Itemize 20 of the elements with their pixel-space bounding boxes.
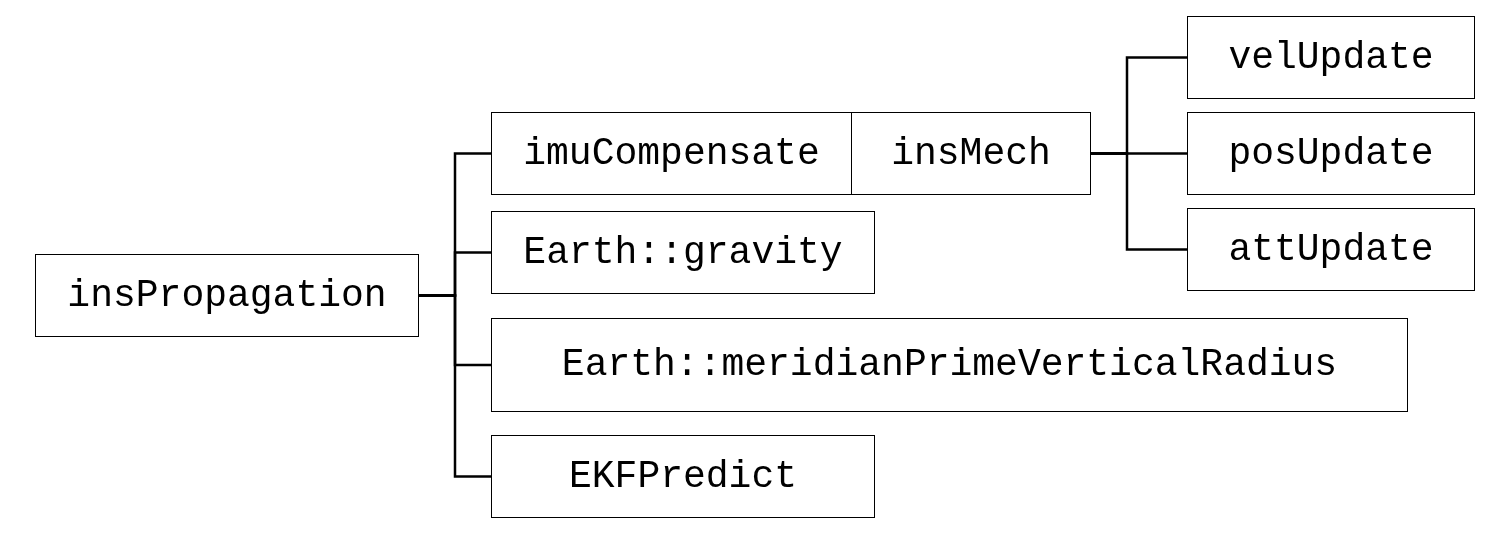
process-box	[1187, 208, 1475, 291]
process-box	[851, 112, 1091, 195]
function-name: insPropagation	[67, 276, 387, 315]
process-box	[491, 318, 1408, 412]
process-box	[491, 435, 875, 518]
function-name: Earth::gravity	[523, 233, 843, 272]
process-box	[491, 112, 852, 195]
process-box	[1187, 16, 1475, 99]
process-box	[1187, 112, 1475, 195]
function-name: velUpdate	[1228, 38, 1434, 77]
function-name: EKFPredict	[568, 457, 797, 496]
function-name: attUpdate	[1228, 230, 1434, 269]
process-box	[35, 254, 419, 337]
process-box	[491, 211, 875, 294]
connector-line	[1091, 152, 1187, 251]
function-name: insMech	[891, 134, 1051, 173]
function-name: posUpdate	[1228, 134, 1434, 173]
function-name: Earth::meridianPrimeVerticalRadius	[561, 346, 1338, 384]
connector-line	[419, 294, 491, 478]
function-name: imuCompensate	[523, 134, 820, 173]
